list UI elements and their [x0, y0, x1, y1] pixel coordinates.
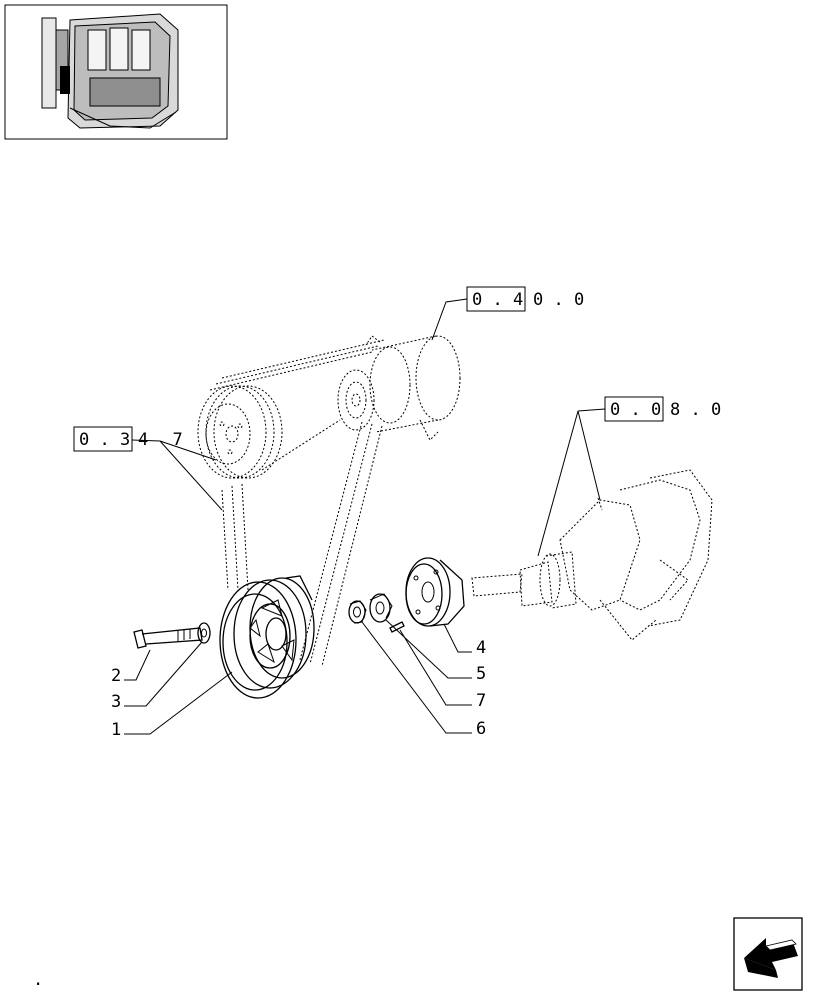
callout-7: 7 [399, 629, 486, 711]
callout-2-label: 2 [111, 666, 121, 686]
ref-alternator-rest: 0 . 0 [533, 290, 584, 310]
alternator-drawing [337, 335, 461, 441]
nut-drawing [348, 600, 367, 624]
callout-7-label: 7 [476, 691, 486, 711]
callout-1: 1 [111, 671, 233, 740]
callout-3-label: 3 [111, 692, 121, 712]
callout-6: 6 [361, 621, 486, 739]
callout-6-label: 6 [476, 719, 486, 739]
next-page-arrow-icon[interactable] [733, 917, 803, 991]
callout-5: 5 [385, 619, 486, 684]
ref-alternator-boxed: 0 . 4 [472, 290, 523, 310]
callout-4: 4 [443, 623, 486, 658]
v-belt-drawing [209, 339, 385, 667]
ref-belt[interactable]: 0 . 3 4 7 [73, 426, 223, 511]
ref-belt-boxed: 0 . 3 [79, 430, 130, 450]
callout-2: 2 [111, 649, 151, 686]
lock-washer-drawing [369, 593, 393, 623]
callout-1-label: 1 [111, 720, 121, 740]
washer-drawing [197, 622, 211, 644]
callout-4-label: 4 [476, 638, 486, 658]
callout-3: 3 [111, 641, 203, 712]
key-drawing [389, 621, 405, 633]
footer-dot: . [33, 970, 43, 990]
crankshaft-drawing [471, 469, 713, 641]
crankshaft-pulley-drawing [219, 575, 315, 699]
hub-drawing [405, 557, 465, 627]
bolt-drawing [133, 627, 203, 649]
ref-alternator[interactable]: 0 . 4 0 . 0 [431, 286, 584, 341]
engine-thumbnail-icon[interactable] [4, 4, 228, 140]
callout-5-label: 5 [476, 664, 486, 684]
ref-crankshaft-boxed: 0 . 0 [610, 400, 661, 420]
water-pump-pulley-drawing [197, 385, 283, 479]
ref-crankshaft-rest: 8 . 0 [670, 400, 721, 420]
ref-crankshaft[interactable]: 0 . 0 8 . 0 [537, 396, 721, 557]
